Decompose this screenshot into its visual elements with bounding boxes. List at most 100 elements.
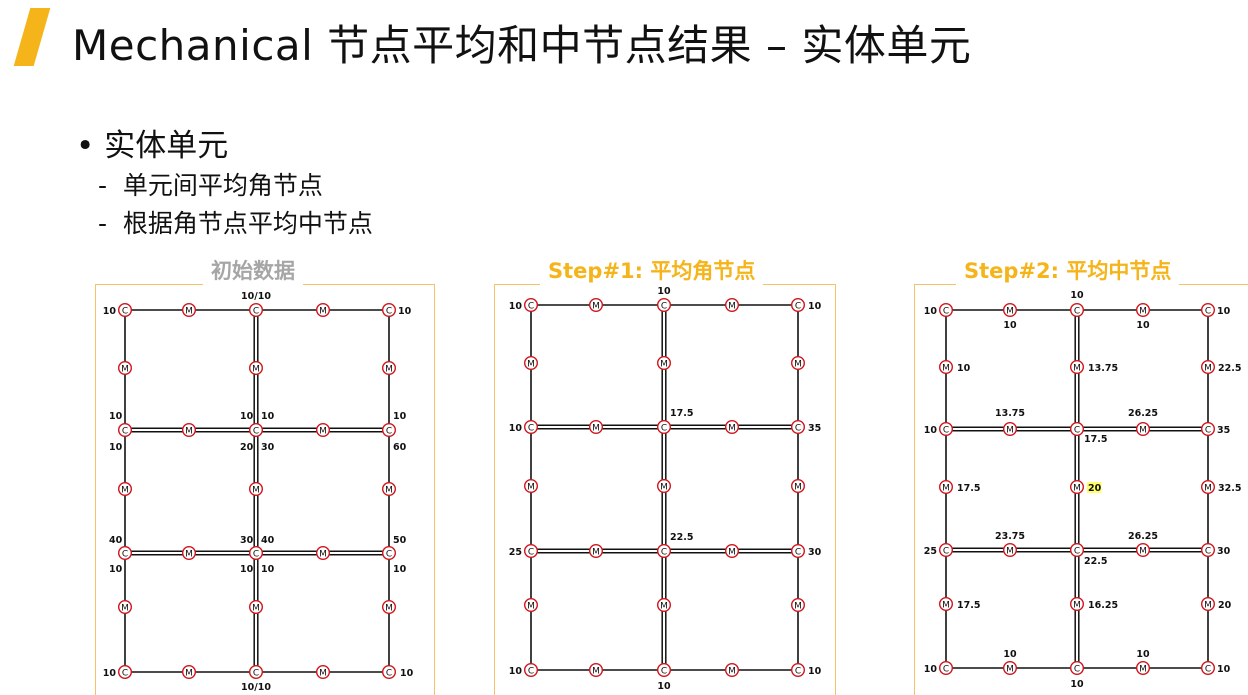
mid-node-letter: M <box>1073 600 1081 610</box>
node-value-label: 32.5 <box>1218 483 1241 494</box>
mid-node-circle <box>181 423 196 438</box>
corner-node-circle <box>382 665 397 680</box>
mid-node-circle <box>657 598 672 613</box>
mid-node-circle <box>316 423 331 438</box>
mid-node-letter: M <box>660 482 668 492</box>
corner-node-circle <box>248 665 263 680</box>
node-value-label: 10 <box>509 666 523 677</box>
corner-node-circle <box>117 665 132 680</box>
corner-node-circle <box>791 298 806 313</box>
mid-node-circle <box>1069 597 1084 612</box>
mid-node-letter: M <box>794 359 802 369</box>
node-value-label: 25 <box>509 547 522 558</box>
node-value-label: 20 <box>1218 600 1232 611</box>
corner-node-circle <box>382 546 397 561</box>
corner-node-letter: C <box>122 549 128 559</box>
mid-node-circle <box>117 361 132 376</box>
mid-node-circle <box>382 361 397 376</box>
corner-node-letter: C <box>386 426 392 436</box>
mid-node-letter: M <box>185 426 193 436</box>
mid-node-circle <box>1003 303 1018 318</box>
corner-node-circle <box>1069 303 1084 318</box>
corner-node-letter: C <box>795 301 801 311</box>
mid-node-letter: M <box>252 603 260 613</box>
mid-node-letter: M <box>1204 363 1212 373</box>
node-value-label: 10 <box>240 564 254 575</box>
node-value-label: 17.5 <box>1084 434 1107 445</box>
node-value-label: 10 <box>1136 320 1150 331</box>
mid-node-letter: M <box>728 666 736 676</box>
mid-node-letter: M <box>1139 664 1147 674</box>
node-value-label: 10 <box>109 442 123 453</box>
node-value-label: 10 <box>657 681 671 692</box>
mid-node-circle <box>524 598 539 613</box>
mid-node-circle <box>791 479 806 494</box>
bullet-text: 实体单元 <box>104 128 229 164</box>
node-value-label: 10 <box>400 668 414 679</box>
corner-node-letter: C <box>1205 664 1211 674</box>
corner-node-letter: C <box>253 426 259 436</box>
node-value-label: 26.25 <box>1128 531 1158 542</box>
node-value-label: 10 <box>924 664 938 675</box>
mid-node-letter: M <box>728 423 736 433</box>
corner-node-circle <box>791 420 806 435</box>
node-value-label: 10 <box>261 411 275 422</box>
corner-node-letter: C <box>528 547 534 557</box>
corner-node-circle <box>1069 422 1084 437</box>
corner-node-circle <box>382 423 397 438</box>
node-value-label: 17.5 <box>670 408 693 419</box>
node-value-label: 10 <box>509 423 523 434</box>
bullet-item: •实体单元 <box>76 120 228 165</box>
node-value-label: 10 <box>1136 649 1150 660</box>
mid-node-circle <box>1200 597 1215 612</box>
corner-node-circle <box>1200 422 1215 437</box>
corner-node-circle <box>791 663 806 678</box>
node-value-label: 16.25 <box>1088 600 1118 611</box>
mid-node-circle <box>791 356 806 371</box>
corner-node-letter: C <box>122 668 128 678</box>
mid-node-letter: M <box>592 666 600 676</box>
corner-node-circle <box>657 544 672 559</box>
node-value-label: 10 <box>103 306 117 317</box>
mid-node-letter: M <box>1006 546 1014 556</box>
node-value-label: 50 <box>393 535 407 546</box>
corner-node-circle <box>524 663 539 678</box>
mid-node-circle <box>117 600 132 615</box>
corner-node-letter: C <box>1074 425 1080 435</box>
node-value-label: 20 <box>1088 483 1102 494</box>
mid-node-circle <box>939 480 954 495</box>
corner-node-letter: C <box>122 306 128 316</box>
mid-node-letter: M <box>728 301 736 311</box>
mid-node-circle <box>248 482 263 497</box>
mid-node-letter: M <box>1006 306 1014 316</box>
corner-node-circle <box>1200 543 1215 558</box>
corner-node-letter: C <box>661 547 667 557</box>
mid-node-letter: M <box>527 601 535 611</box>
bullet-dot: • <box>76 128 95 164</box>
mid-node-circle <box>1200 360 1215 375</box>
mid-node-letter: M <box>185 306 193 316</box>
mid-node-circle <box>316 546 331 561</box>
mid-node-letter: M <box>660 359 668 369</box>
corner-node-circle <box>248 546 263 561</box>
node-value-label: 23.75 <box>995 531 1025 542</box>
mid-node-circle <box>382 600 397 615</box>
mid-node-circle <box>1003 543 1018 558</box>
corner-node-letter: C <box>795 423 801 433</box>
node-value-label: 30 <box>808 547 822 558</box>
mid-node-circle <box>181 665 196 680</box>
node-value-label: 10 <box>924 425 938 436</box>
mid-node-letter: M <box>1204 483 1212 493</box>
mid-node-circle <box>589 420 604 435</box>
corner-node-letter: C <box>661 301 667 311</box>
mid-node-letter: M <box>660 601 668 611</box>
node-value-label: 30 <box>261 442 275 453</box>
mid-node-letter: M <box>942 483 950 493</box>
node-value-label: 10 <box>657 286 671 297</box>
corner-node-letter: C <box>253 306 259 316</box>
node-value-label: 10 <box>924 306 938 317</box>
mid-node-letter: M <box>527 482 535 492</box>
mid-node-circle <box>657 479 672 494</box>
